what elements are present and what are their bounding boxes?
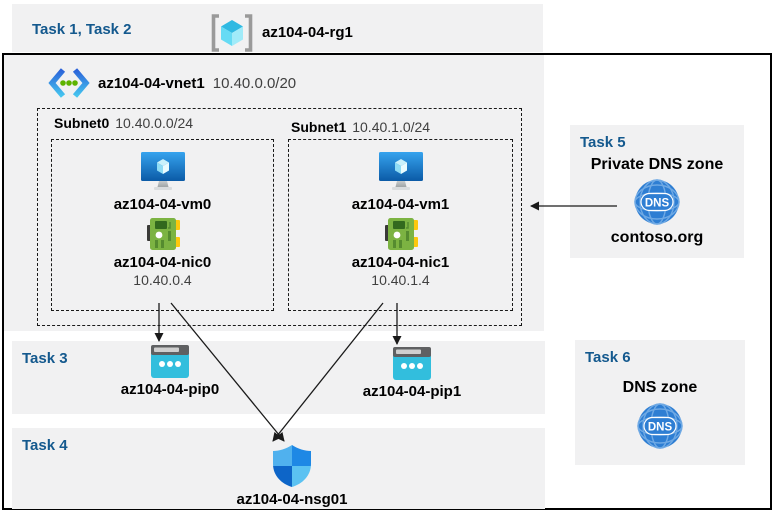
vnet-name: az104-04-vnet1 xyxy=(98,74,205,92)
private-dns-icon-text: DNS xyxy=(645,198,670,210)
subnets-group-box: Subnet0 10.40.0.0/24 az104-04-vm0 xyxy=(37,108,522,326)
subnet0-cidr: 10.40.0.0/24 xyxy=(115,115,194,131)
pip0-name: az104-04-pip0 xyxy=(120,381,220,398)
nsg-shield-icon xyxy=(272,444,312,488)
vm0-name: az104-04-vm0 xyxy=(113,196,212,213)
task1-task2-label: Task 1, Task 2 xyxy=(32,21,132,38)
task3-band: Task 3 az104-04-pip0 az104- xyxy=(12,341,545,414)
vnet-cidr: 10.40.0.0/20 xyxy=(212,74,297,92)
nic1-name: az104-04-nic1 xyxy=(351,254,450,271)
pip0-group: az104-04-pip0 xyxy=(102,345,238,398)
nic1-ip: 10.40.1.4 xyxy=(371,272,430,288)
task4-band: Task 4 az104-04-nsg01 xyxy=(12,428,545,509)
pip1-group: az104-04-pip1 xyxy=(342,347,482,400)
dns-zone-icon-text: DNS xyxy=(648,422,673,434)
dns-zone-icon: DNS xyxy=(637,403,683,449)
vm0-icon xyxy=(140,152,186,192)
resource-group-icon xyxy=(208,12,256,54)
dns-zone-title: DNS zone xyxy=(622,379,698,396)
task5-label: Task 5 xyxy=(580,134,626,151)
nic0-name: az104-04-nic0 xyxy=(113,254,212,271)
nic1-icon xyxy=(383,216,419,252)
vnet-container: az104-04-vnet1 10.40.0.0/20 Subnet0 10.4… xyxy=(4,55,544,331)
vnet-header: az104-04-vnet1 10.40.0.0/20 xyxy=(48,65,296,101)
subnet1-name: Subnet1 xyxy=(291,119,347,135)
task4-label: Task 4 xyxy=(22,437,68,454)
nic0-icon xyxy=(145,216,181,252)
subnet1-cidr: 10.40.1.0/24 xyxy=(352,119,431,135)
subnet0-name: Subnet0 xyxy=(54,115,110,131)
task6-label: Task 6 xyxy=(585,349,631,366)
subnet0-label-row: Subnet0 10.40.0.0/24 xyxy=(54,115,193,131)
nsg-name: az104-04-nsg01 xyxy=(236,491,348,508)
private-dns-zone-title: Private DNS zone xyxy=(590,156,724,173)
pip1-name: az104-04-pip1 xyxy=(362,383,462,400)
vm1-name: az104-04-vm1 xyxy=(351,196,450,213)
vnet-icon xyxy=(48,67,90,99)
subnet1-label-row: Subnet1 10.40.1.0/24 xyxy=(291,119,430,135)
pip1-icon xyxy=(393,347,431,380)
private-dns-zone-name: contoso.org xyxy=(610,229,704,246)
nsg-group: az104-04-nsg01 xyxy=(217,444,367,508)
vm1-icon xyxy=(378,152,424,192)
subnet1-box: az104-04-vm1 az104-04- xyxy=(288,139,513,311)
task6-box: Task 6 DNS zone DNS xyxy=(575,340,745,465)
diagram-frame xyxy=(2,53,772,510)
task5-box: Task 5 Private DNS zone DNS contoso.org xyxy=(570,125,744,258)
task3-label: Task 3 xyxy=(22,350,68,367)
private-dns-icon: DNS xyxy=(634,179,680,225)
subnet0-box: az104-04-vm0 az104-04- xyxy=(51,139,274,311)
pip0-icon xyxy=(151,345,189,378)
resource-group-name: az104-04-rg1 xyxy=(262,24,353,41)
task1-task2-band: Task 1, Task 2 az104-04-rg1 xyxy=(12,4,543,52)
nic0-ip: 10.40.0.4 xyxy=(133,272,192,288)
